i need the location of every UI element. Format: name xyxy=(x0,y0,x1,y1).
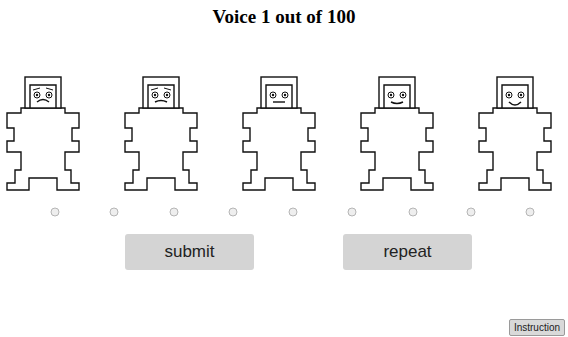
button-label: submit xyxy=(164,242,214,262)
figure-eye xyxy=(282,92,288,98)
figure-face xyxy=(266,85,292,108)
mood-figure xyxy=(361,77,433,190)
figure-eye xyxy=(164,92,170,98)
radio-button xyxy=(526,208,534,216)
figure-eye xyxy=(34,92,40,98)
figure-pupil xyxy=(390,94,392,96)
figure-pupil xyxy=(402,94,404,96)
figure-brow xyxy=(151,88,171,90)
figure-eye xyxy=(152,92,158,98)
figure-mouth xyxy=(509,102,521,105)
figure-head xyxy=(261,77,297,108)
figure-eye xyxy=(400,92,406,98)
figure-body xyxy=(7,108,79,190)
figure-pupil xyxy=(284,94,286,96)
figure-eye xyxy=(270,92,276,98)
figure-face xyxy=(30,85,56,108)
figure-mouth xyxy=(37,100,49,103)
radio-button xyxy=(110,208,118,216)
figure-pupil xyxy=(272,94,274,96)
figure-mouth xyxy=(155,101,167,103)
figure-pupil xyxy=(48,94,50,96)
figure-body xyxy=(361,108,433,190)
figure-pupil xyxy=(508,94,510,96)
radio-button xyxy=(348,208,356,216)
figure-pupil xyxy=(36,94,38,96)
figure-face xyxy=(502,85,528,108)
button-label: Instruction xyxy=(514,322,560,333)
page-title: Voice 1 out of 100 xyxy=(0,6,568,28)
button-label: repeat xyxy=(383,242,431,262)
mood-figure xyxy=(125,77,197,190)
figure-face xyxy=(384,85,410,108)
figure-body xyxy=(243,108,315,190)
figure-head xyxy=(497,77,533,108)
figure-head xyxy=(143,77,179,108)
mood-figure xyxy=(243,77,315,190)
mood-figure xyxy=(7,77,79,190)
figure-brow xyxy=(33,88,53,90)
repeat-button: repeat xyxy=(343,234,472,270)
figure-body xyxy=(125,108,197,190)
figure-mouth xyxy=(391,102,403,104)
figure-pupil xyxy=(520,94,522,96)
mood-figure xyxy=(479,77,551,190)
radio-button xyxy=(51,208,59,216)
figure-eye xyxy=(518,92,524,98)
radio-button xyxy=(289,208,297,216)
figure-eye xyxy=(388,92,394,98)
radio-button xyxy=(409,208,417,216)
figure-face xyxy=(148,85,174,108)
figure-head xyxy=(25,77,61,108)
figure-head xyxy=(379,77,415,108)
submit-button: submit xyxy=(125,234,254,270)
radio-button xyxy=(229,208,237,216)
figure-eye xyxy=(46,92,52,98)
figure-eye xyxy=(506,92,512,98)
figure-pupil xyxy=(166,94,168,96)
radio-button xyxy=(467,208,475,216)
radio-button xyxy=(170,208,178,216)
instruction-button: Instruction xyxy=(509,319,565,336)
figure-body xyxy=(479,108,551,190)
figure-mouth xyxy=(273,101,285,102)
figure-pupil xyxy=(154,94,156,96)
